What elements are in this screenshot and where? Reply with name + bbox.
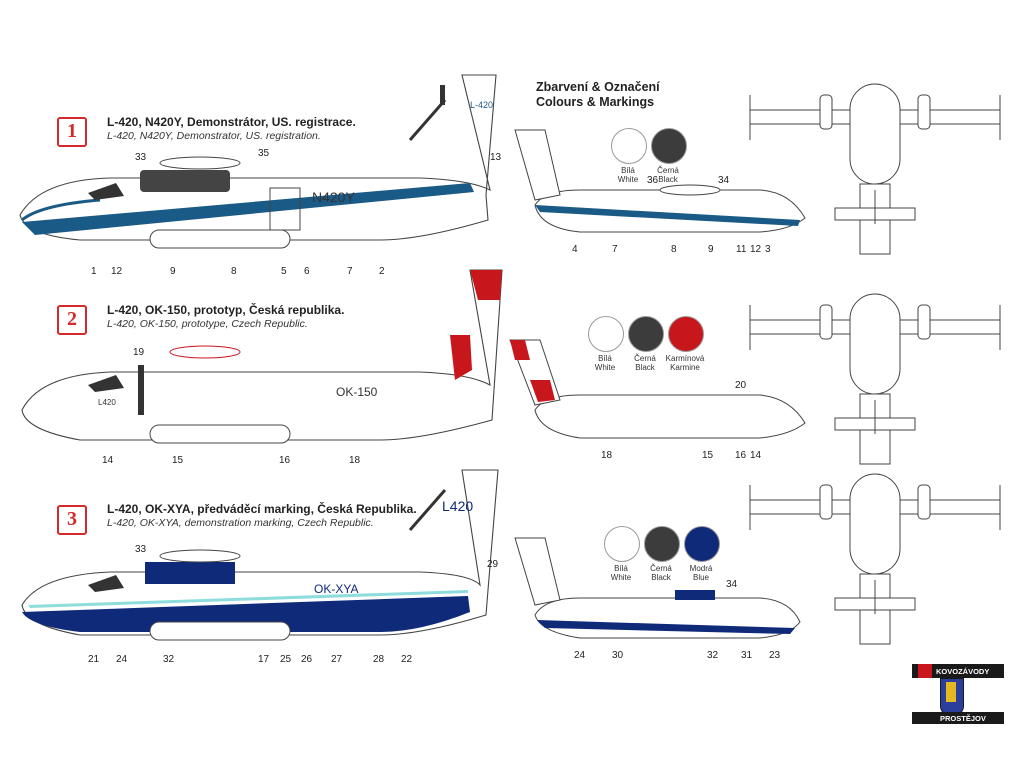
callout: 27 (331, 654, 343, 665)
callout: 14 (750, 450, 762, 461)
swatch-3-white (604, 526, 640, 562)
callout: 7 (347, 266, 353, 277)
callout: 21 (88, 654, 100, 665)
scheme-3-badge: 3 (57, 505, 87, 535)
scheme-3-subtitle: L-420, OK-XYA, demonstration marking, Cz… (107, 517, 374, 529)
callout: 15 (702, 450, 714, 461)
callout: 9 (170, 266, 176, 277)
scheme-2-subtitle: L-420, OK-150, prototype, Czech Republic… (107, 318, 308, 330)
callout: 34 (718, 175, 730, 186)
callout: 26 (301, 654, 313, 665)
scheme-2-registration: OK-150 (336, 385, 378, 399)
swatch-3-blue (684, 526, 720, 562)
scheme-2-side-view (21, 269, 503, 444)
swatch-1-black (651, 128, 687, 164)
legend-title-en: Colours & Markings (536, 95, 655, 109)
callout: 3 (765, 244, 771, 255)
callout: 35 (258, 148, 270, 159)
callout: 18 (349, 455, 361, 466)
scheme-1-title: L-420, N420Y, Demonstrátor, US. registra… (107, 115, 356, 129)
plan-view-2 (749, 293, 1001, 465)
callout: 19 (133, 347, 145, 358)
swatch-2-black (628, 316, 664, 352)
callout: 11 (736, 244, 747, 255)
callout: 1 (91, 266, 97, 277)
scheme-1-small-view (514, 129, 806, 233)
callout: 29 (487, 559, 499, 570)
callout: 16 (279, 455, 291, 466)
callout: 15 (172, 455, 184, 466)
scheme-3-fin-label: L420 (442, 498, 474, 514)
scheme-1-side-view (19, 74, 497, 249)
callout: 5 (281, 266, 287, 277)
callout: 2 (379, 266, 385, 277)
scheme-2-nose-text: L420 (98, 398, 116, 407)
legend-title-cz: Zbarvení & Označení (536, 80, 660, 94)
callout: 4 (572, 244, 578, 255)
callout: 23 (769, 650, 781, 661)
callout: 24 (574, 650, 586, 661)
callout: 12 (111, 266, 123, 277)
callout: 34 (726, 579, 738, 590)
callout: 7 (612, 244, 618, 255)
callout: 12 (750, 244, 762, 255)
callout: 24 (116, 654, 128, 665)
kovozavody-logo: KOVOZÁVODY PROSTĚJOV (912, 664, 1004, 724)
callout: 18 (601, 450, 613, 461)
scheme-2-badge: 2 (57, 305, 87, 335)
scheme-1-fin-label: L-420 (470, 100, 494, 110)
scheme-3-small-view (514, 537, 801, 639)
scheme-3-side-view (21, 469, 499, 641)
callout: 32 (707, 650, 719, 661)
scheme-3-number: 3 (67, 508, 77, 530)
callout: 32 (163, 654, 175, 665)
callout: 25 (280, 654, 292, 665)
callout: 28 (373, 654, 385, 665)
scheme-1-number: 1 (67, 120, 77, 142)
swatch-1-white (611, 128, 647, 164)
callout: 33 (135, 152, 147, 163)
scheme-3-registration: OK-XYA (314, 582, 359, 596)
swatch-2-karmine (668, 316, 704, 352)
swatch-2-white (588, 316, 624, 352)
callout: 13 (490, 152, 502, 163)
brand-line2: PROSTĚJOV (940, 714, 986, 723)
callout: 8 (231, 266, 237, 277)
plan-view-1 (749, 83, 1001, 255)
callout: 33 (135, 544, 147, 555)
scheme-2-small-view (509, 339, 806, 439)
callout: 17 (258, 654, 270, 665)
scheme-2-title: L-420, OK-150, prototyp, Česká republika… (107, 303, 345, 317)
swatch-3-black (644, 526, 680, 562)
callout: 8 (671, 244, 677, 255)
scheme-1-subtitle: L-420, N420Y, Demonstrator, US. registra… (107, 130, 321, 142)
callout: 31 (741, 650, 753, 661)
callout: 36 (647, 175, 659, 186)
callout: 9 (708, 244, 714, 255)
scheme-3-title: L-420, OK-XYA, předváděcí marking, Česká… (107, 502, 417, 516)
scheme-1-registration: N420Y (312, 189, 355, 205)
brand-line1: KOVOZÁVODY (936, 667, 990, 676)
callout: 16 (735, 450, 747, 461)
callout: 14 (102, 455, 114, 466)
scheme-2-number: 2 (67, 308, 77, 330)
callout: 30 (612, 650, 624, 661)
scheme-1-badge: 1 (57, 117, 87, 147)
callout: 6 (304, 266, 310, 277)
callout: 20 (735, 380, 747, 391)
callout: 22 (401, 654, 413, 665)
